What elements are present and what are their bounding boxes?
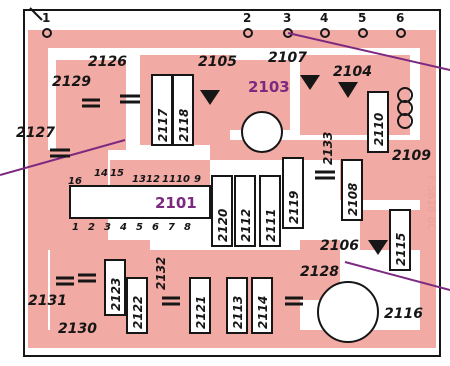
svg-text:2111: 2111 — [264, 209, 278, 242]
transistor-2103 — [241, 111, 283, 153]
svg-text:14: 14 — [94, 168, 108, 179]
corner-arrow — [29, 7, 43, 21]
svg-text:2110: 2110 — [372, 113, 386, 146]
edge-text: F 5818 8C — [425, 175, 438, 231]
svg-text:6: 6 — [396, 11, 404, 25]
svg-text:12: 12 — [146, 174, 160, 185]
svg-text:2112: 2112 — [239, 209, 253, 242]
svg-text:4: 4 — [320, 11, 328, 25]
component-vertical-labels: 2117 2118 2110 2120 2112 2111 2119 2133 … — [109, 108, 408, 329]
inductor-coil — [397, 87, 413, 129]
svg-text:16: 16 — [68, 176, 82, 187]
svg-text:10: 10 — [176, 174, 190, 185]
svg-text:2113: 2113 — [231, 296, 245, 329]
connector-labels: 1 2 3 4 5 6 — [42, 11, 404, 25]
svg-text:2126: 2126 — [88, 54, 127, 70]
svg-text:5: 5 — [136, 222, 143, 233]
svg-text:2127: 2127 — [16, 125, 55, 141]
svg-text:8: 8 — [184, 222, 191, 233]
svg-text:2: 2 — [88, 222, 95, 233]
svg-text:2: 2 — [243, 11, 251, 25]
svg-text:3: 3 — [283, 11, 291, 25]
svg-text:2128: 2128 — [300, 264, 339, 280]
svg-text:2116: 2116 — [384, 306, 423, 322]
svg-text:7: 7 — [168, 222, 175, 233]
svg-text:2133: 2133 — [321, 132, 335, 165]
diodes — [200, 75, 388, 255]
svg-text:6: 6 — [152, 222, 159, 233]
svg-text:2109: 2109 — [392, 148, 431, 164]
svg-text:2121: 2121 — [194, 296, 208, 329]
svg-text:2114: 2114 — [256, 296, 270, 329]
svg-text:2132: 2132 — [154, 257, 168, 290]
svg-text:9: 9 — [194, 174, 201, 185]
svg-text:2104: 2104 — [333, 64, 372, 80]
transistor-2116 — [317, 281, 379, 343]
svg-text:2131: 2131 — [28, 293, 67, 309]
svg-text:2105: 2105 — [198, 54, 237, 70]
svg-text:2123: 2123 — [109, 278, 123, 311]
ic-2101-label: 2101 — [155, 194, 197, 212]
capacitors — [50, 94, 335, 306]
svg-text:2106: 2106 — [320, 238, 359, 254]
resistor-bodies — [104, 74, 411, 334]
svg-text:2117: 2117 — [156, 108, 170, 142]
svg-text:1: 1 — [42, 11, 50, 25]
svg-text:11: 11 — [162, 174, 176, 185]
svg-text:2122: 2122 — [131, 296, 145, 329]
svg-text:15: 15 — [110, 168, 124, 179]
mounting-pads — [42, 28, 406, 38]
svg-text:13: 13 — [132, 174, 146, 185]
svg-text:2108: 2108 — [346, 183, 360, 216]
transistor-2103-label: 2103 — [248, 78, 290, 96]
svg-text:2129: 2129 — [52, 74, 91, 90]
svg-text:2120: 2120 — [216, 209, 230, 242]
ic-pin-labels: 16 14 15 13 12 11 10 9 1 2 3 4 5 6 7 8 — [68, 168, 201, 233]
svg-text:2130: 2130 — [58, 321, 97, 337]
svg-text:2107: 2107 — [268, 50, 307, 66]
svg-text:3: 3 — [104, 222, 111, 233]
svg-text:5: 5 — [358, 11, 366, 25]
svg-text:1: 1 — [72, 222, 79, 233]
svg-text:2115: 2115 — [394, 233, 408, 266]
svg-text:4: 4 — [119, 222, 127, 233]
svg-text:2119: 2119 — [287, 191, 301, 224]
ic-2101-body — [69, 185, 211, 219]
svg-text:2118: 2118 — [177, 109, 191, 142]
component-labels: 2126 2129 2105 2107 2104 2127 2109 2106 … — [16, 50, 431, 337]
